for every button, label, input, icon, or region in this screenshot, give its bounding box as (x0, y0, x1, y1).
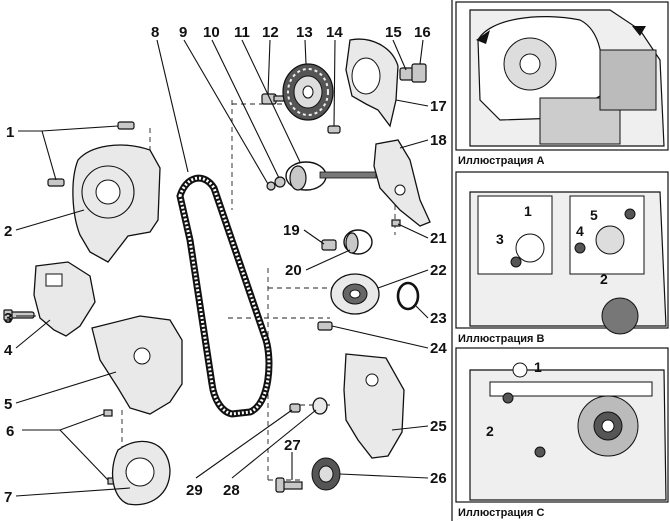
callout-14: 14 (326, 24, 343, 41)
callout-20: 20 (285, 262, 302, 279)
callout-15: 15 (385, 24, 402, 41)
part-20-idler (343, 229, 373, 255)
callout-11: 11 (234, 24, 250, 41)
callouts: 1 2 3 4 5 6 7 8 9 10 11 12 13 14 15 16 1… (4, 24, 447, 506)
illustration-a: Иллюстрация А (455, 1, 669, 167)
callout-8: 8 (151, 24, 159, 41)
part-10-nut (274, 176, 286, 188)
callout-24: 24 (430, 340, 447, 357)
callout-16: 16 (414, 24, 431, 41)
part-13-cam-sprocket (282, 63, 334, 121)
callout-26: 26 (430, 470, 447, 487)
callout-28: 28 (223, 482, 240, 499)
illus-b-label-4: 4 (576, 223, 584, 239)
callout-29: 29 (186, 482, 203, 499)
callout-18: 18 (430, 132, 447, 149)
part-26-roller (311, 457, 341, 491)
part-7-plate (111, 440, 171, 506)
part-8-timing-belt (176, 174, 273, 418)
callout-1: 1 (6, 124, 14, 141)
part-4-bracket (33, 261, 96, 337)
illustration-b: 1 2 3 4 5 Иллюстрация В (455, 171, 669, 345)
callout-10: 10 (203, 24, 220, 41)
illus-b-label-2: 2 (600, 271, 608, 287)
illustration-b-caption: Иллюстрация В (458, 333, 544, 345)
illustration-c-caption: Иллюстрация С (458, 507, 544, 519)
callout-13: 13 (296, 24, 313, 41)
part-27-bolt (275, 477, 303, 493)
part-11-tensioner (285, 161, 377, 191)
callout-3: 3 (4, 310, 12, 327)
callout-2: 2 (4, 223, 12, 240)
part-28-spacer (312, 397, 328, 415)
leader-lines (15, 39, 429, 497)
arrow-indicator-icon (632, 26, 646, 36)
illus-c-label-1: 1 (534, 359, 542, 375)
main-exploded-view: 1 2 3 4 5 6 7 8 9 10 11 12 13 14 15 16 1… (3, 24, 447, 506)
part-23-o-ring (396, 281, 420, 311)
part-19-bolt (321, 239, 337, 251)
part-29-bolt (289, 403, 301, 413)
illus-b-label-3: 3 (496, 231, 504, 247)
callout-4: 4 (4, 342, 13, 359)
part-22-water-pump (330, 273, 380, 315)
illus-b-label-5: 5 (590, 207, 598, 223)
callout-19: 19 (283, 222, 300, 239)
callout-27: 27 (284, 437, 301, 454)
part-12-bolt (261, 93, 285, 105)
part-18-bracket (373, 139, 431, 227)
part-25-bracket (343, 353, 405, 459)
callout-7: 7 (4, 489, 12, 506)
callout-22: 22 (430, 262, 447, 279)
illustration-a-caption: Иллюстрация А (458, 155, 544, 167)
arrow-indicator-icon (476, 30, 490, 44)
callout-6: 6 (6, 423, 14, 440)
callout-17: 17 (430, 98, 447, 115)
illus-b-label-1: 1 (524, 203, 532, 219)
callout-12: 12 (262, 24, 279, 41)
callout-5: 5 (4, 396, 12, 413)
part-2-upper-cover (72, 144, 161, 263)
part-21-bolt (391, 219, 401, 227)
illustration-c: 1 2 Иллюстрация С (455, 347, 669, 519)
callout-9: 9 (179, 24, 187, 41)
callout-25: 25 (430, 418, 447, 435)
illus-c-label-2: 2 (486, 423, 494, 439)
callout-23: 23 (430, 310, 447, 327)
part-24-bolt (317, 321, 333, 331)
part-6-clip (103, 409, 113, 417)
callout-21: 21 (430, 230, 447, 247)
part-14-bolt (327, 125, 341, 134)
part-15-16-sensor (399, 63, 427, 83)
part-5-lower-cover (91, 315, 183, 415)
part-9-washer (266, 181, 276, 191)
